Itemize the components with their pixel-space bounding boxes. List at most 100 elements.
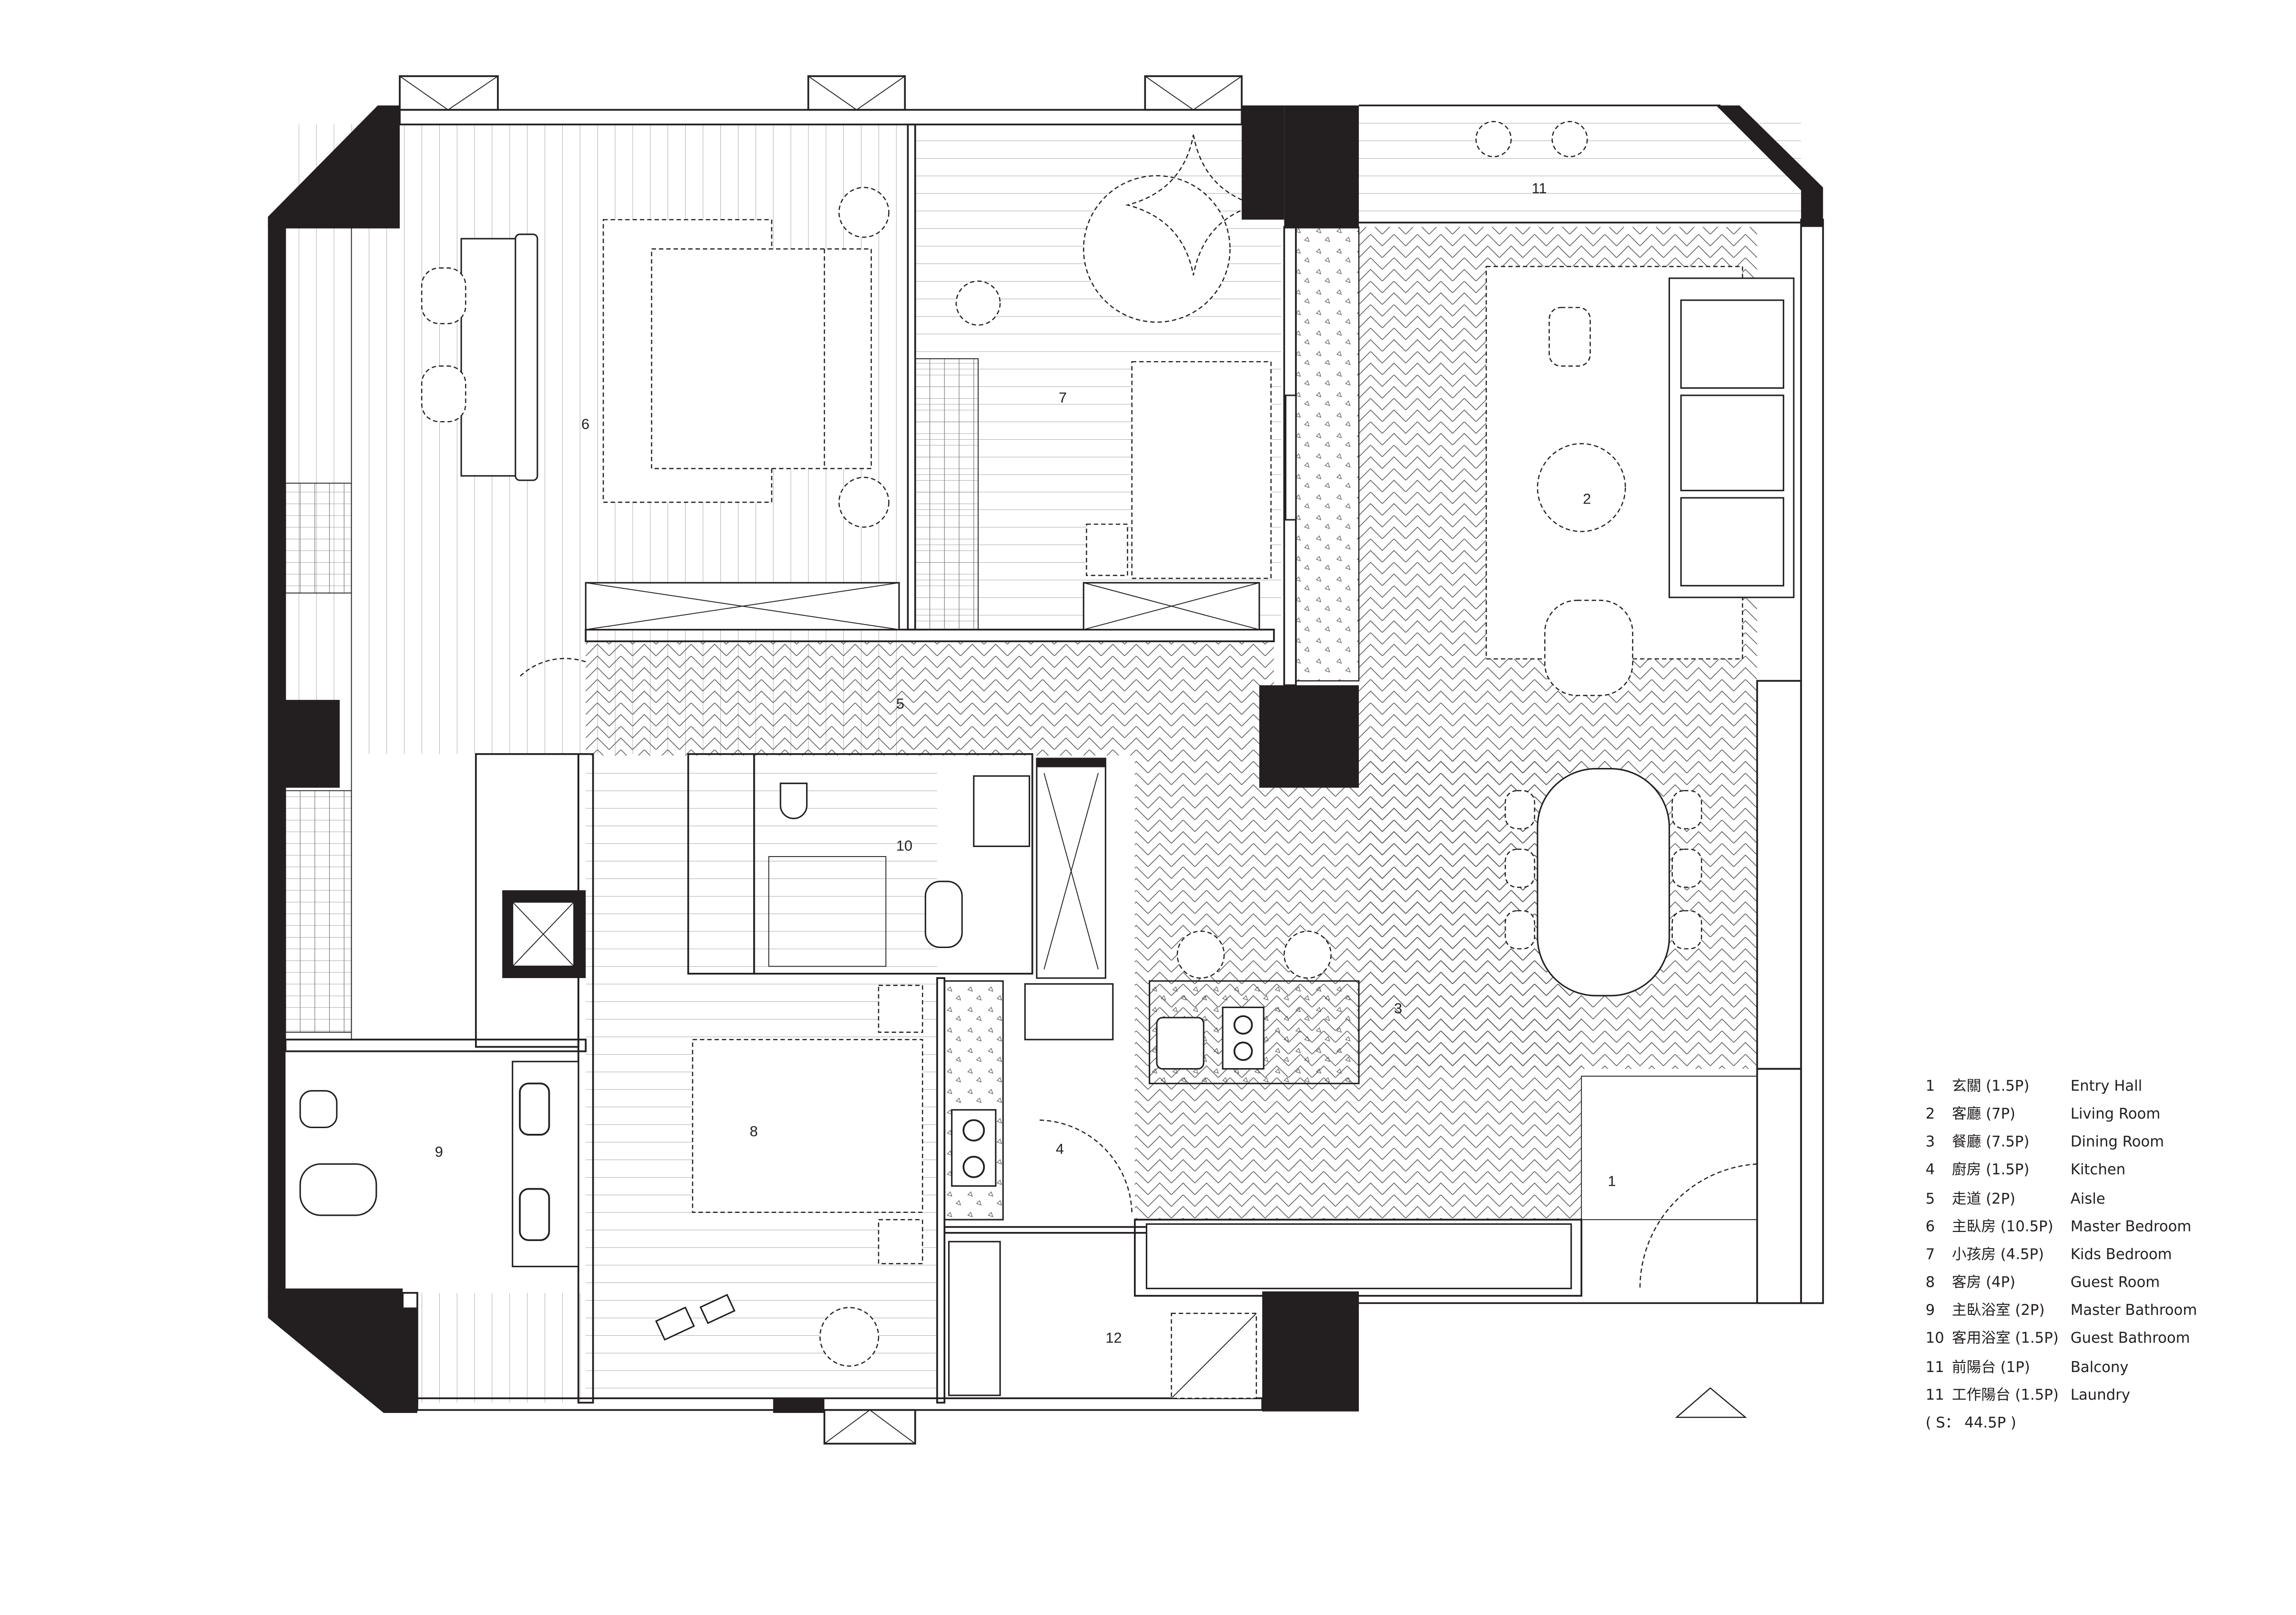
legend-en: Kids Bedroom [2071,1246,2172,1263]
room-labels: 1 2 3 4 5 6 7 8 9 10 11 12 [435,180,1616,1346]
legend-number: 8 [1925,1274,1935,1291]
bar-stool [1176,930,1225,979]
wall-top-pillar [1242,105,1285,220]
chair [1551,121,1588,158]
room-label-living: 2 [1583,490,1591,507]
door-swing [519,658,586,677]
nightstand [878,1219,923,1264]
guest-bed [692,1039,923,1213]
room-label-laundry: 12 [1105,1329,1122,1346]
laundry-counter [948,1241,1001,1396]
chair [1548,307,1591,367]
sink [1156,1017,1204,1070]
room-label-guest-room: 8 [750,1123,758,1140]
closet [914,358,979,630]
bed [1131,361,1272,579]
chair [1475,121,1512,158]
legend-zh: 餐廳 (7.5P) [1952,1133,2030,1150]
legend-number: 5 [1925,1190,1935,1207]
service-rooms [299,757,1758,1399]
armchair [1544,599,1634,696]
window-bay-1 [399,75,499,111]
legend-zh: 前陽台 (1P) [1952,1359,2030,1376]
legend-en: Dining Room [2071,1133,2164,1150]
legend-number: 1 [1925,1078,1935,1095]
wall-top-left-chamfer [268,105,400,229]
dining-furniture [1149,121,1702,1084]
legend-number: 9 [1925,1302,1935,1319]
coffee-table [1537,443,1626,532]
room-label-kids-bedroom: 7 [1059,389,1067,406]
legend-row: 2 客廳 (7P) Living Room [1925,1105,2160,1122]
legend-en: Master Bedroom [2071,1218,2192,1235]
window-bay-3 [1144,75,1243,111]
legend-zh: 玄關 (1.5P) [1952,1078,2030,1095]
chair [421,365,466,423]
kitchen-stove [951,1109,997,1187]
wall-bottom-left-chamfer [268,1288,417,1413]
nightstand [1086,524,1128,576]
chair [699,1293,736,1324]
room-label-kitchen: 4 [1056,1141,1064,1157]
legend-zh: 走道 (2P) [1952,1190,2015,1207]
chair [1671,910,1702,949]
wall-center-pillar [1259,685,1359,788]
master-toilet [299,1163,377,1216]
legend-row: 5 走道 (2P) Aisle [1925,1190,2105,1207]
tv-cabinet [1285,394,1297,521]
master-urinal [299,1090,338,1129]
room-label-master-bathroom: 9 [435,1143,443,1160]
guest-vanity [973,775,1031,847]
closet-tiles [285,790,352,1033]
legend-en: Entry Hall [2071,1078,2143,1095]
legend-row: 4 廚房 (1.5P) Kitchen [1925,1161,2125,1178]
windows [399,75,1243,1445]
legend-en: Laundry [2071,1386,2130,1403]
wall-left-column [285,700,340,788]
legend-number: 11 [1925,1359,1944,1376]
legend-number: 10 [1925,1329,1944,1346]
entry-door-swing [1639,1163,1758,1289]
legend-row: 9 主臥浴室 (2P) Master Bathroom [1925,1302,2197,1319]
room-label-entry: 1 [1608,1172,1616,1189]
legend-zh: 客廳 (7P) [1952,1105,2015,1122]
guest-shower [768,856,887,967]
room-label-guest-bathroom: 10 [896,838,912,854]
door-swing [1040,1119,1133,1215]
legend-row: 10 客用浴室 (1.5P) Guest Bathroom [1925,1329,2190,1346]
shoe-cabinet [1145,1223,1572,1290]
legend-en: Balcony [2071,1359,2129,1376]
legend-zh: 客用浴室 (1.5P) [1952,1329,2059,1346]
kitchen-sink [1024,983,1114,1040]
wall-left [268,216,286,1301]
legend-zh: 工作陽台 (1.5P) [1952,1386,2059,1403]
stool [819,1307,880,1367]
legend-en: Master Bathroom [2071,1302,2197,1319]
room-label-master-bedroom: 6 [581,416,589,433]
fridge-column [1036,757,1106,979]
structural-walls [268,105,1823,1413]
window-bay-2 [807,75,906,111]
legend-row: 11 前陽台 (1P) Balcony [1925,1359,2128,1376]
partitions [284,104,1824,1411]
legend-row: 1 玄關 (1.5P) Entry Hall [1925,1078,2142,1095]
master-vanity [512,1060,579,1268]
legend-number: 11 [1925,1386,1944,1403]
legend-en: Guest Room [2071,1274,2160,1291]
closet-tiles [285,483,352,594]
chair [1505,848,1536,888]
wall-top-pillar-2 [1284,105,1359,229]
legend-number: 2 [1925,1105,1935,1122]
chair [1671,848,1702,888]
bed [651,248,872,469]
legend-en: Aisle [2071,1190,2105,1207]
wall-top-right-chamfer [1716,105,1823,227]
dining-table [1537,768,1670,997]
wall-bottom-pillar [1262,1291,1359,1412]
legend-en: Kitchen [2071,1161,2125,1178]
star-lamp [1125,134,1259,276]
chair [1505,790,1536,829]
aisle-floor [586,641,1274,756]
room-label-dining: 3 [1394,1000,1402,1017]
